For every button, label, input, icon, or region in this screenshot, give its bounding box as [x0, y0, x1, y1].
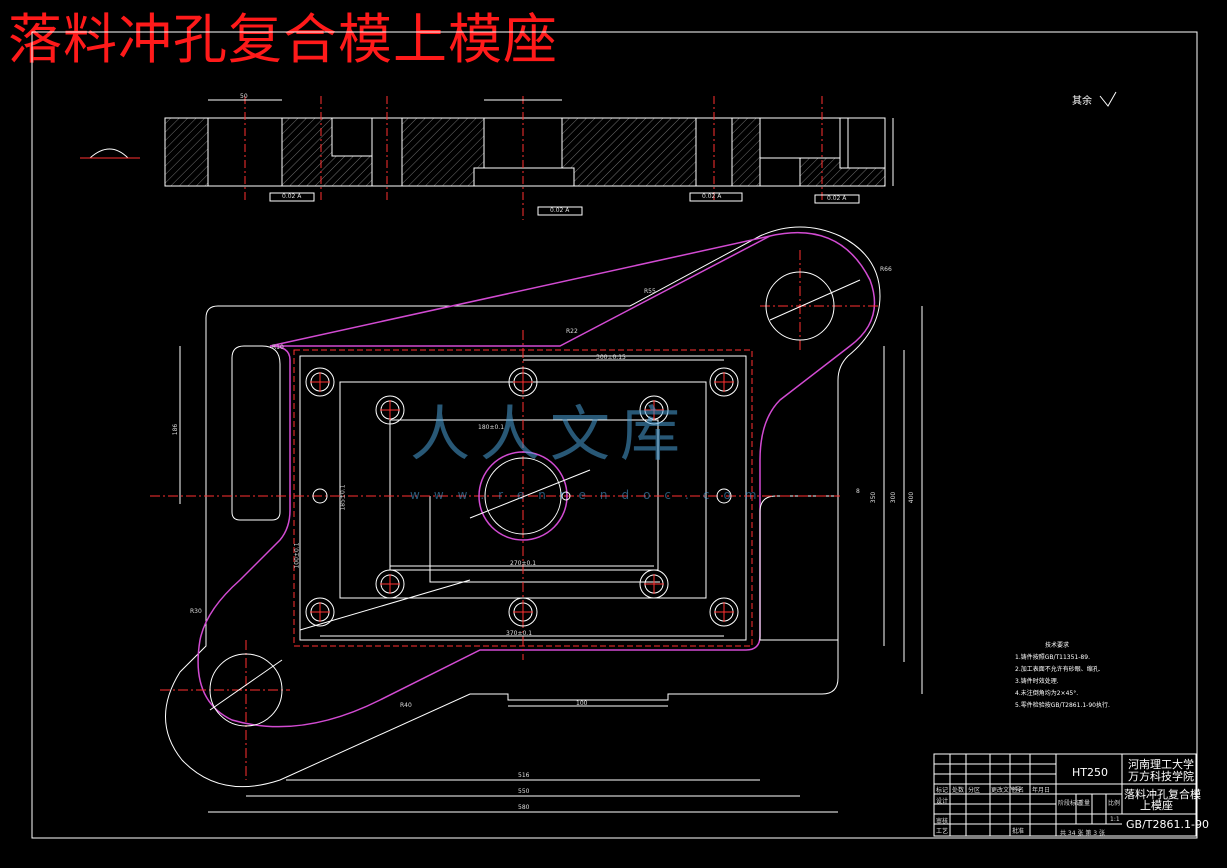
role-review: 审核 [936, 818, 949, 825]
dim-180: 180±0.1 [478, 424, 505, 431]
header-change: 更改文件号 [991, 787, 1022, 794]
dim-400: 400 [908, 491, 916, 504]
drawing-border [31, 31, 1198, 839]
scale: 1:1 [1110, 816, 1120, 823]
dim-300: 300±0.15 [596, 354, 626, 361]
dim-r55: R55 [644, 288, 656, 295]
section-view [80, 96, 894, 220]
dim-100v: 100±0.1 [293, 542, 301, 569]
standard: GB/T2861.1-90 [1126, 818, 1209, 831]
sheet-info: 共 34 张 第 3 张 [1060, 830, 1105, 837]
dim-350: 350 [870, 491, 878, 504]
tolerance-4: 0.02 A [827, 195, 847, 202]
notes-heading: 技术要求 [1045, 642, 1070, 649]
weight-label: 重量 [1078, 800, 1091, 807]
watermark-url: www.renrendoc.com [410, 488, 771, 502]
part-name-1: 落料冲孔复合模 [1124, 788, 1201, 801]
dim-270: 270±0.1 [510, 560, 537, 567]
dim-186: 186 [172, 423, 180, 436]
note-item: 4.未注倒角均为2×45°. [1015, 690, 1079, 697]
role-design: 设计 [936, 798, 949, 805]
dim-516: 516 [518, 772, 530, 779]
dim-100: 100 [576, 700, 588, 707]
dim-185: 185±0.1 [339, 484, 347, 511]
header-count: 处数 [952, 787, 965, 794]
dim-r30: R30 [190, 608, 202, 615]
header-sign: 签名 [1012, 787, 1025, 794]
dim-550: 550 [518, 788, 530, 795]
dim-r66: R66 [880, 266, 892, 273]
role-approve: 批准 [1012, 828, 1025, 835]
note-item: 1.铸件按照GB/T11351-89. [1015, 654, 1090, 661]
title-block [933, 753, 1197, 837]
dim-r40: R40 [400, 702, 412, 709]
dim-300v: 300 [890, 491, 898, 504]
part-name-2: 上模座 [1140, 799, 1173, 812]
dim-50: 50 [240, 93, 248, 100]
note-item: 2.加工表面不允许有砂眼、缩孔. [1015, 666, 1101, 673]
ratio-label: 比例 [1108, 800, 1121, 807]
roughness-icon [1099, 91, 1117, 107]
technical-notes: 技术要求 1.铸件按照GB/T11351-89. 2.加工表面不允许有砂眼、缩孔… [1015, 640, 1110, 712]
dim-370: 370±0.1 [506, 630, 533, 637]
dim-r22: R22 [566, 328, 578, 335]
dim-8: 8 [856, 488, 860, 495]
school-line-2: 万方科技学院 [1128, 770, 1194, 783]
plan-view [150, 226, 923, 813]
watermark-logo: 人人文库 [410, 400, 690, 470]
dim-r10: R10 [272, 344, 284, 351]
material: HT250 [1072, 766, 1108, 779]
header-mark: 标记 [936, 787, 949, 794]
dim-580: 580 [518, 804, 530, 811]
roughness-label: 其余 [1072, 96, 1092, 107]
tolerance-3: 0.02 A [702, 193, 722, 200]
tolerance-1: 0.02 A [282, 193, 302, 200]
header-zone: 分区 [968, 787, 981, 794]
note-item: 5.零件检验按GB/T2861.1-90执行. [1015, 702, 1110, 709]
drawing-title: 落料冲孔复合模上模座 [8, 8, 558, 71]
tolerance-2: 0.02 A [550, 207, 570, 214]
note-item: 3.铸件时效处理. [1015, 678, 1059, 685]
stage-label: 阶段标记 [1058, 800, 1083, 807]
header-date: 年月日 [1032, 787, 1051, 794]
role-process: 工艺 [936, 828, 949, 835]
school-line-1: 河南理工大学 [1128, 758, 1194, 771]
